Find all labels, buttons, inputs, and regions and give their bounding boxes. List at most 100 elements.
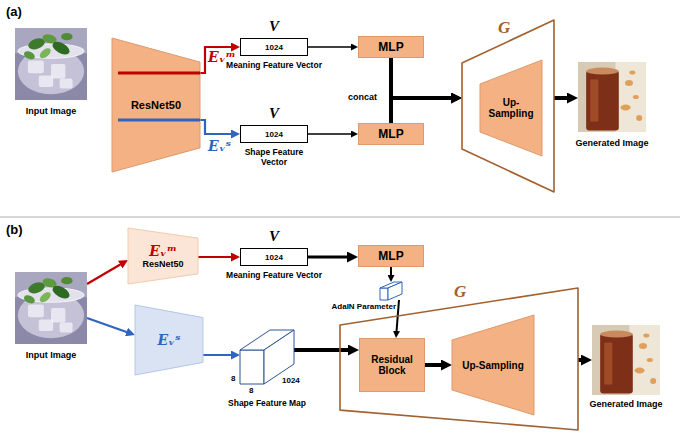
tea-glass [586, 70, 619, 130]
node-label: 1024 [265, 253, 283, 262]
box-outline [359, 246, 424, 267]
node-caption: Input Image [26, 350, 77, 360]
connector-arrow [425, 363, 447, 367]
generator-outline: GResidual BlockUp-Sampling [340, 288, 578, 430]
encoder-trapezoid: ResNet50 [112, 38, 200, 172]
mint-leaf [50, 283, 71, 301]
node-caption: V [269, 228, 279, 245]
input-image: Input Image [15, 28, 87, 100]
node-caption: G [454, 282, 466, 302]
text-holder: ResNet50 [112, 38, 200, 172]
mint-leaf [38, 290, 53, 304]
node-caption: V [269, 105, 279, 122]
ice-cube [28, 60, 44, 73]
trapezoid-outline [452, 315, 534, 415]
input-image: Input Image [15, 272, 87, 344]
node-caption: Shape Feature Map [228, 398, 306, 408]
garnish-speck [647, 358, 653, 362]
node-label: 1024 [265, 43, 283, 52]
trapezoid-outline [462, 20, 554, 192]
node-shape [380, 282, 402, 300]
connector-arrow [203, 354, 236, 356]
cube-face [388, 282, 402, 300]
encoder-trapezoid: EᵥᵐResNet50 [128, 228, 198, 284]
glass-rim [586, 68, 619, 75]
garnish-speck [635, 368, 645, 374]
node-label: MLP [378, 249, 403, 263]
mlp-box: MLP [358, 123, 424, 145]
photo-ground [15, 28, 87, 100]
mint-leaf [23, 50, 36, 61]
mint-leaf [38, 46, 53, 60]
garnish-speck [636, 115, 642, 121]
box-outline [360, 339, 425, 392]
text-holder: MLP [358, 245, 424, 267]
connector-arrow [200, 120, 236, 134]
cube-face [380, 288, 388, 300]
connector-arrow [578, 358, 587, 362]
garnish-speck [621, 105, 631, 111]
text-holder [240, 330, 294, 384]
panel-label: (b) [6, 222, 23, 237]
garnish-speck [633, 95, 639, 99]
photo-ground [615, 62, 646, 132]
text-holder: Up-Sampling [480, 60, 542, 156]
text-holder [380, 282, 402, 300]
ice-cube [51, 64, 65, 78]
cube-face [240, 350, 264, 384]
feature-path [118, 72, 200, 75]
garnish-speck [650, 378, 656, 384]
trapezoid-outline [128, 228, 198, 284]
text-holder: MLP [358, 36, 424, 58]
mint-leaf [23, 294, 36, 305]
residual-block: Residual Block [359, 338, 425, 392]
connector-arrow [294, 348, 354, 352]
mint-leaf [61, 277, 73, 284]
node-label: MLP [378, 127, 403, 141]
node-caption: Generated Image [575, 138, 648, 148]
trapezoid-outline [480, 60, 542, 156]
encoder-symbol: Eᵥᵐ [208, 49, 236, 65]
connector-arrow [308, 46, 355, 48]
photo-ground [578, 62, 646, 132]
node-label: ResNet50 [142, 259, 183, 269]
ice-cube [51, 308, 65, 322]
node-caption: 1024 [282, 376, 300, 385]
text-holder: 1024 [240, 125, 308, 143]
encoder-symbol: Eᵥˢ [208, 138, 231, 154]
node-caption: Meaning Feature Vector [226, 270, 322, 280]
connector-arrow [391, 98, 457, 123]
text-holder: 1024 [240, 248, 308, 266]
generated-image: Generated Image [592, 325, 660, 395]
box-outline [241, 39, 308, 56]
mlp-box: MLP [358, 245, 424, 267]
ice-cube [28, 304, 44, 317]
node-shape [592, 325, 660, 395]
text-holder [578, 62, 646, 132]
text-holder: Up-Sampling [452, 315, 534, 415]
node-shape [15, 272, 87, 344]
panel-divider [0, 217, 680, 218]
mlp-box: MLP [358, 36, 424, 58]
generator-outline: G Up-Sampling [462, 20, 554, 192]
feature-vector: 1024VMeaning Feature Vector [240, 38, 308, 56]
node-shape [15, 28, 87, 100]
text-holder: 1024 [240, 38, 308, 56]
box-outline [359, 37, 424, 58]
node-caption: G [498, 18, 510, 38]
connector-arrow [390, 267, 392, 279]
node-caption: Generated Image [589, 399, 662, 409]
feature-vector: 1024VShape Feature Vector [240, 125, 308, 143]
garnish-speck [643, 334, 649, 338]
node-caption: V [269, 18, 279, 35]
node-label: Up-Sampling [462, 360, 524, 371]
connector-arrow [87, 318, 131, 333]
adain-cube: AdaIN Parameter [380, 282, 402, 300]
glass-highlight [590, 80, 598, 122]
trapezoid-outline [135, 305, 203, 375]
connector-arrow [396, 300, 399, 335]
node-caption: 8 [231, 374, 235, 383]
glass-highlight [604, 343, 612, 385]
ice-cube [60, 78, 73, 88]
